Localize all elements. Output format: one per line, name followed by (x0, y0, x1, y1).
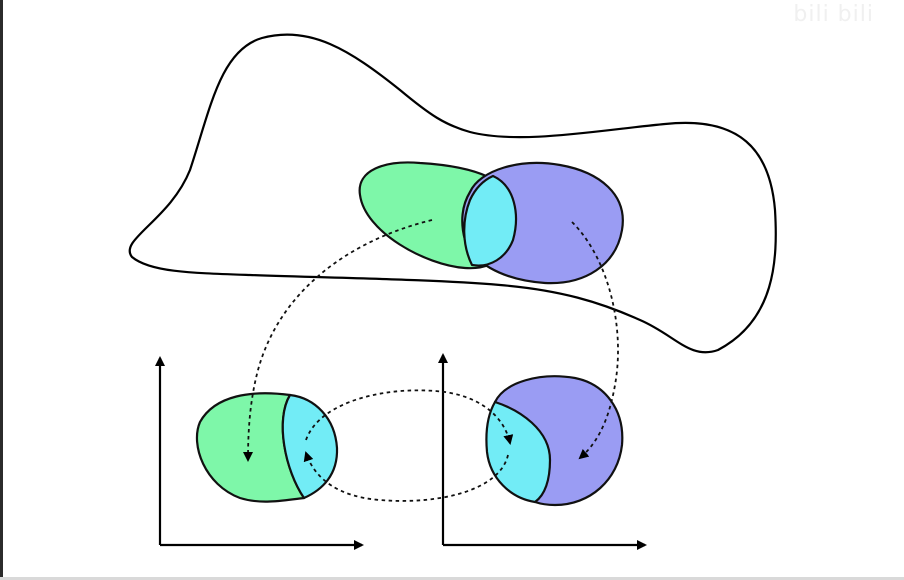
watermark-logo: bili bili (793, 2, 874, 27)
top-chart-overlap (358, 161, 624, 285)
right-chart-image (485, 375, 624, 507)
right-axes (438, 353, 647, 550)
mapping-arrows (243, 219, 619, 502)
frame-bottom-border (0, 577, 904, 580)
left-axes (155, 356, 364, 550)
transition-map-backward-arrow (303, 451, 509, 502)
transition-map-forward-arrow (305, 389, 514, 445)
chart-map-left-arrow (243, 219, 433, 462)
left-chart-image (195, 392, 339, 503)
frame-left-border (0, 0, 3, 580)
top-overlap-region (463, 174, 517, 267)
right-overlap-region (485, 400, 552, 504)
left-overlap-region (281, 393, 339, 500)
manifold-outline (128, 33, 777, 354)
chart-map-right-arrow (571, 221, 619, 460)
